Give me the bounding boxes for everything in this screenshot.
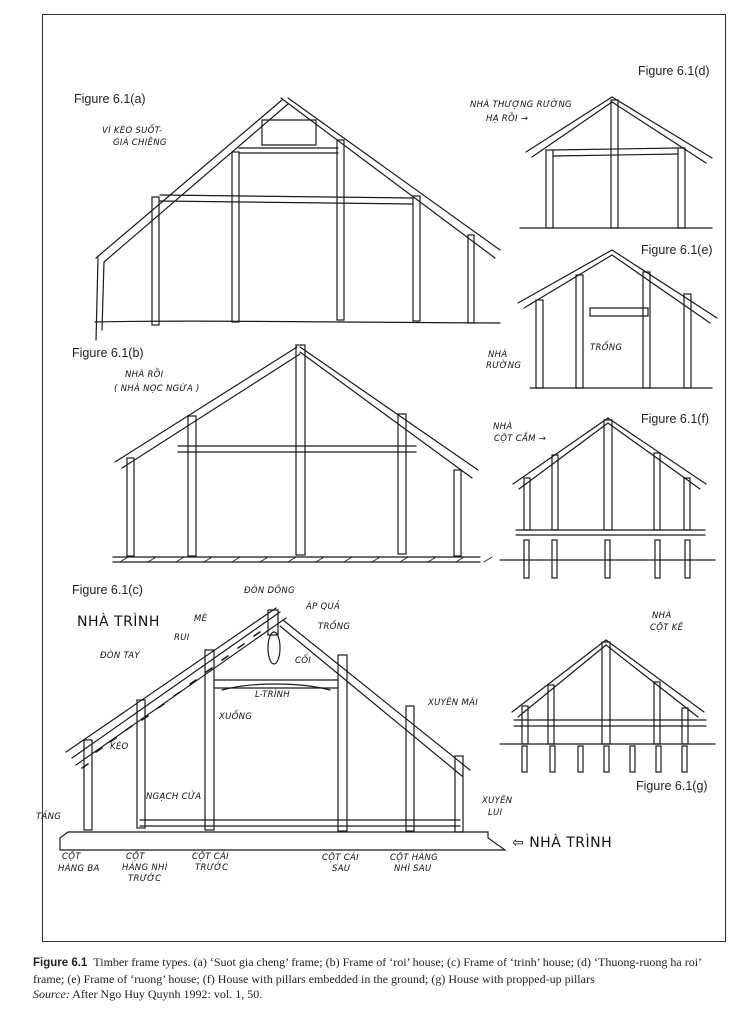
annotation-xuyen-lui-2: LUI — [488, 808, 503, 818]
figure-label-a: Figure 6.1(a) — [74, 92, 146, 106]
annotation-cot-cai-sau-2: SAU — [332, 864, 351, 874]
annotation-f-note-2: CỘT CẮM → — [494, 434, 546, 444]
annotation-l-trinh: L-TRÌNH — [255, 690, 290, 700]
f-note-2-text: CỘT CẮM — [494, 434, 536, 444]
annotation-cot-hang-ba-1: CỘT — [62, 852, 81, 862]
annotation-keo: KÈO — [110, 742, 129, 752]
figure-frame — [42, 14, 726, 942]
annotation-xuyen-lui-1: XUYÊN — [482, 796, 513, 806]
frame-b-drawing — [112, 344, 493, 563]
annotation-cot-cai-truoc-1: CỘT CÁI — [192, 852, 229, 862]
frame-d-drawing — [519, 96, 713, 229]
annotation-don-dong: ĐÒN DÔNG — [244, 586, 295, 596]
annotation-nach-cua: NGẠCH CỬA — [146, 792, 202, 802]
annotation-cot-cai-truoc-2: TRƯỚC — [195, 863, 229, 873]
arrow-left-icon: ⇦ — [512, 835, 525, 851]
annotation-cot-hang-ba-2: HÀNG BA — [58, 864, 100, 874]
annotation-coi: CỐI — [295, 656, 312, 666]
arrow-right-icon: → — [520, 114, 529, 124]
annotation-cot-hang-nhi-sau-1: CỘT HÀNG — [390, 853, 439, 863]
frame-e-drawing — [517, 249, 718, 389]
annotation-f-note-1: NHÀ — [493, 422, 513, 432]
annotation-xuyen-mai: XUYÊN MÁI — [428, 698, 479, 708]
annotation-b-title-2: ( NHÀ NỌC NGỪA ) — [114, 384, 200, 394]
annotation-cot-cai-sau-1: CỘT CÁI — [322, 853, 359, 863]
annotation-trong-e: TRỐNG — [590, 343, 623, 353]
figure-label-f: Figure 6.1(f) — [641, 412, 710, 426]
annotation-cot-hang-nhi-truoc-1: CỘT — [126, 852, 145, 862]
frame-a-drawing — [94, 97, 501, 341]
annotation-b-title-1: NHÀ RỒI — [125, 370, 164, 380]
figure-label-c: Figure 6.1(c) — [72, 583, 143, 597]
annotation-nha-trinh-arrow: ⇦ NHÀ TRÌNH — [512, 835, 612, 851]
figure-label-b: Figure 6.1(b) — [72, 346, 144, 360]
annotation-c-title: NHÀ TRÌNH — [77, 614, 160, 630]
frame-c-drawing — [59, 607, 507, 851]
arrow-right-icon: → — [538, 434, 547, 444]
frame-g-drawing — [499, 639, 716, 773]
figure-label-d: Figure 6.1(d) — [638, 64, 710, 78]
caption-source-text: After Ngo Huy Quynh 1992: vol. 1, 50. — [72, 987, 263, 1001]
annotation-cot-hang-nhi-sau-2: NHÌ SAU — [394, 864, 432, 874]
annotation-cot-hang-nhi-truoc-2: HÀNG NHÌ — [122, 863, 168, 873]
figure-caption: Figure 6.1 Timber frame types. (a) ‘Suot… — [33, 955, 723, 1003]
figure-label-g: Figure 6.1(g) — [636, 779, 708, 793]
annotation-e-note-2: RƯỜNG — [486, 361, 522, 371]
caption-label: Figure 6.1 — [33, 957, 88, 969]
frame-f-drawing — [499, 417, 716, 579]
annotation-a-title-2: GIÁ CHIÊNG — [113, 138, 167, 148]
figure-label-e: Figure 6.1(e) — [641, 243, 713, 257]
d-title-2-text: HẠ RỒI — [486, 114, 518, 124]
annotation-g-note-1: NHÀ — [652, 611, 672, 621]
annotation-xuong: XUỐNG — [219, 712, 253, 722]
annotation-me: MÈ — [194, 614, 208, 624]
annotation-trong-c: TRỐNG — [318, 622, 351, 632]
annotation-a-title-1: VÌ KÈO SUỐT- — [102, 126, 163, 136]
annotation-e-note-1: NHÀ — [488, 350, 508, 360]
annotation-ap-qua: ÁP QUẢ — [306, 602, 341, 612]
caption-text: Timber frame types. (a) ‘Suot gia cheng’… — [33, 955, 702, 986]
nha-trinh-arrow-label: NHÀ TRÌNH — [529, 835, 613, 851]
annotation-rui: RUI — [174, 633, 190, 643]
annotation-g-note-2: CỘT KÊ — [650, 623, 684, 633]
annotation-d-title-1: NHÀ THƯỢNG RƯỜNG — [470, 100, 572, 110]
annotation-don-tay: ĐÒN TAY — [100, 651, 140, 661]
annotation-cot-hang-nhi-truoc-3: TRƯỚC — [128, 874, 162, 884]
annotation-d-title-2: HẠ RỒI → — [486, 114, 528, 124]
caption-source-label: Source: — [33, 987, 70, 1001]
annotation-tang: TẢNG — [36, 812, 62, 822]
